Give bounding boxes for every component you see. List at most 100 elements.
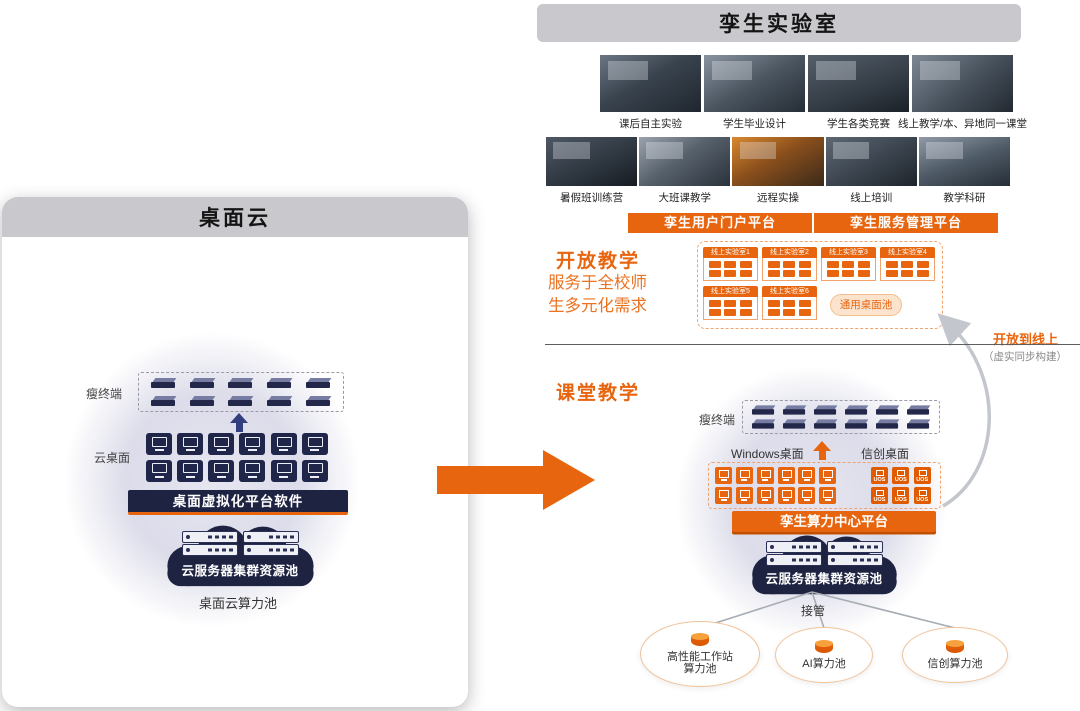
server-icon	[181, 531, 238, 556]
classroom-photo	[825, 137, 917, 186]
online-lab-desktops	[762, 258, 817, 281]
server-icons	[739, 541, 909, 566]
mini-desktop-icon	[708, 261, 721, 268]
open-to-online-label: 开放到线上	[993, 332, 1059, 347]
mini-desktop-icon	[917, 261, 930, 268]
online-lab-label: 线上实验室3	[821, 247, 876, 258]
thin-terminal-icon	[228, 396, 253, 406]
server-cluster-cloud: 云服务器集群资源池	[154, 522, 326, 588]
classroom-photo	[704, 55, 805, 112]
desktop-cloud-panel: 桌面云 瘦终端 云桌面 桌面虚拟化平台软件 云服务器集群资源池 桌面云算力池	[2, 197, 468, 707]
desktop-cloud-title: 桌面云	[199, 207, 271, 230]
server-pool-label: 云服务器集群资源池	[181, 564, 299, 578]
photo-row-2: 暑假班训练营大班课教学远程实操线上培训教学科研	[546, 137, 1011, 205]
mini-desktop-icon	[885, 261, 898, 268]
database-icon	[946, 639, 964, 655]
mini-desktop-icon	[708, 270, 721, 277]
desktop-icon	[177, 459, 204, 482]
windows-desktop-icon	[735, 487, 753, 504]
photo-caption: 线上培训	[850, 192, 893, 204]
mini-desktop-icon	[724, 309, 737, 316]
online-lab-cell: 线上实验室2	[762, 247, 817, 281]
thin-terminal-icon	[907, 405, 930, 414]
photo-caption: 大班课教学	[658, 192, 712, 204]
compute-pool-ai: AI算力池	[775, 627, 873, 683]
mini-desktop-icon	[885, 270, 898, 277]
computing-center-platform-bar: 孪生算力中心平台	[732, 511, 936, 532]
photo-caption: 教学科研	[943, 192, 986, 204]
mini-desktop-icon	[799, 270, 812, 277]
mini-desktop-icon	[858, 270, 871, 277]
desktop-icon	[208, 459, 235, 482]
cloud-desktop-label: 云桌面	[94, 451, 131, 465]
desktop-cloud-pool-label: 桌面云算力池	[198, 596, 277, 611]
photo-item: 线上培训	[825, 137, 917, 205]
thin-terminal-icon	[845, 420, 868, 429]
database-icon	[691, 632, 709, 648]
thin-terminal-icon	[876, 420, 899, 429]
mini-desktop-icon	[799, 300, 812, 307]
classroom-photo	[912, 55, 1013, 112]
windows-desktop-icon	[777, 487, 795, 504]
thin-terminal-icon	[845, 405, 868, 414]
thin-terminal-icon	[306, 396, 331, 406]
photo-caption: 课后自主实验	[619, 118, 682, 130]
thin-terminal-icon	[752, 420, 775, 429]
online-lab-desktops	[762, 297, 817, 320]
thin-terminal-icon	[814, 420, 837, 429]
mini-desktop-icon	[767, 261, 780, 268]
takeover-label: 接管	[801, 604, 826, 618]
database-icon	[815, 639, 833, 655]
mini-desktop-icon	[917, 270, 930, 277]
windows-desktop-icon	[798, 467, 816, 484]
mini-desktop-icon	[740, 270, 753, 277]
uos-desktop-icon: UOS	[871, 487, 888, 504]
desktop-icon	[177, 433, 204, 455]
photo-row-1: 课后自主实验学生毕业设计学生各类竞赛线上教学/本、异地同一课堂	[600, 55, 1027, 131]
desktop-icon	[208, 433, 235, 455]
photo-caption: 学生各类竞赛	[827, 118, 890, 130]
online-lab-label: 线上实验室4	[880, 247, 935, 258]
mini-desktop-icon	[740, 300, 753, 307]
mini-desktop-icon	[740, 261, 753, 268]
twin-lab-title: 孪生实验室	[719, 13, 839, 36]
desktop-icon	[146, 459, 172, 482]
online-lab-cell: 线上实验室1	[703, 247, 758, 281]
compute-pool-hpc: 高性能工作站算力池	[640, 621, 760, 687]
classroom-teaching-title: 课堂教学	[556, 383, 641, 404]
classroom-photo	[600, 55, 701, 112]
up-arrow-icon	[813, 441, 831, 460]
uos-desktop-icon: UOS	[913, 467, 931, 484]
thin-terminal-icon	[150, 378, 176, 388]
mini-desktop-icon	[783, 270, 796, 277]
transform-arrow-icon	[437, 450, 595, 510]
mini-desktop-icon	[724, 270, 737, 277]
online-lab-label: 线上实验室5	[703, 286, 758, 297]
desktop-icon	[270, 459, 297, 482]
server-cluster-cloud: 云服务器集群资源池	[739, 532, 909, 596]
windows-desktop-icon	[715, 467, 732, 484]
photo-item: 教学科研	[918, 137, 1011, 205]
thin-terminal-icon	[783, 405, 806, 414]
thin-terminal-icon	[752, 405, 775, 414]
cloud-desktop-grid	[146, 433, 330, 483]
uos-desktop-icon: UOS	[892, 467, 910, 484]
desktop-icon	[146, 433, 172, 455]
classroom-photo	[546, 137, 638, 186]
mini-desktop-icon	[767, 300, 780, 307]
mini-desktop-icon	[740, 309, 753, 316]
desktop-icon	[270, 433, 297, 455]
thin-terminal-icon	[189, 378, 215, 388]
virtualization-platform-bar: 桌面虚拟化平台软件	[128, 490, 348, 515]
photo-item: 线上教学/本、异地同一课堂	[898, 55, 1027, 131]
photo-caption: 远程实操	[757, 192, 799, 204]
classroom-photo	[808, 55, 909, 112]
compute-pool-label: AI算力池	[802, 657, 846, 670]
classroom-photo	[918, 137, 1011, 186]
online-lab-desktops	[703, 297, 758, 320]
desktop-icon	[301, 433, 328, 455]
thin-terminal-icon	[189, 396, 215, 406]
